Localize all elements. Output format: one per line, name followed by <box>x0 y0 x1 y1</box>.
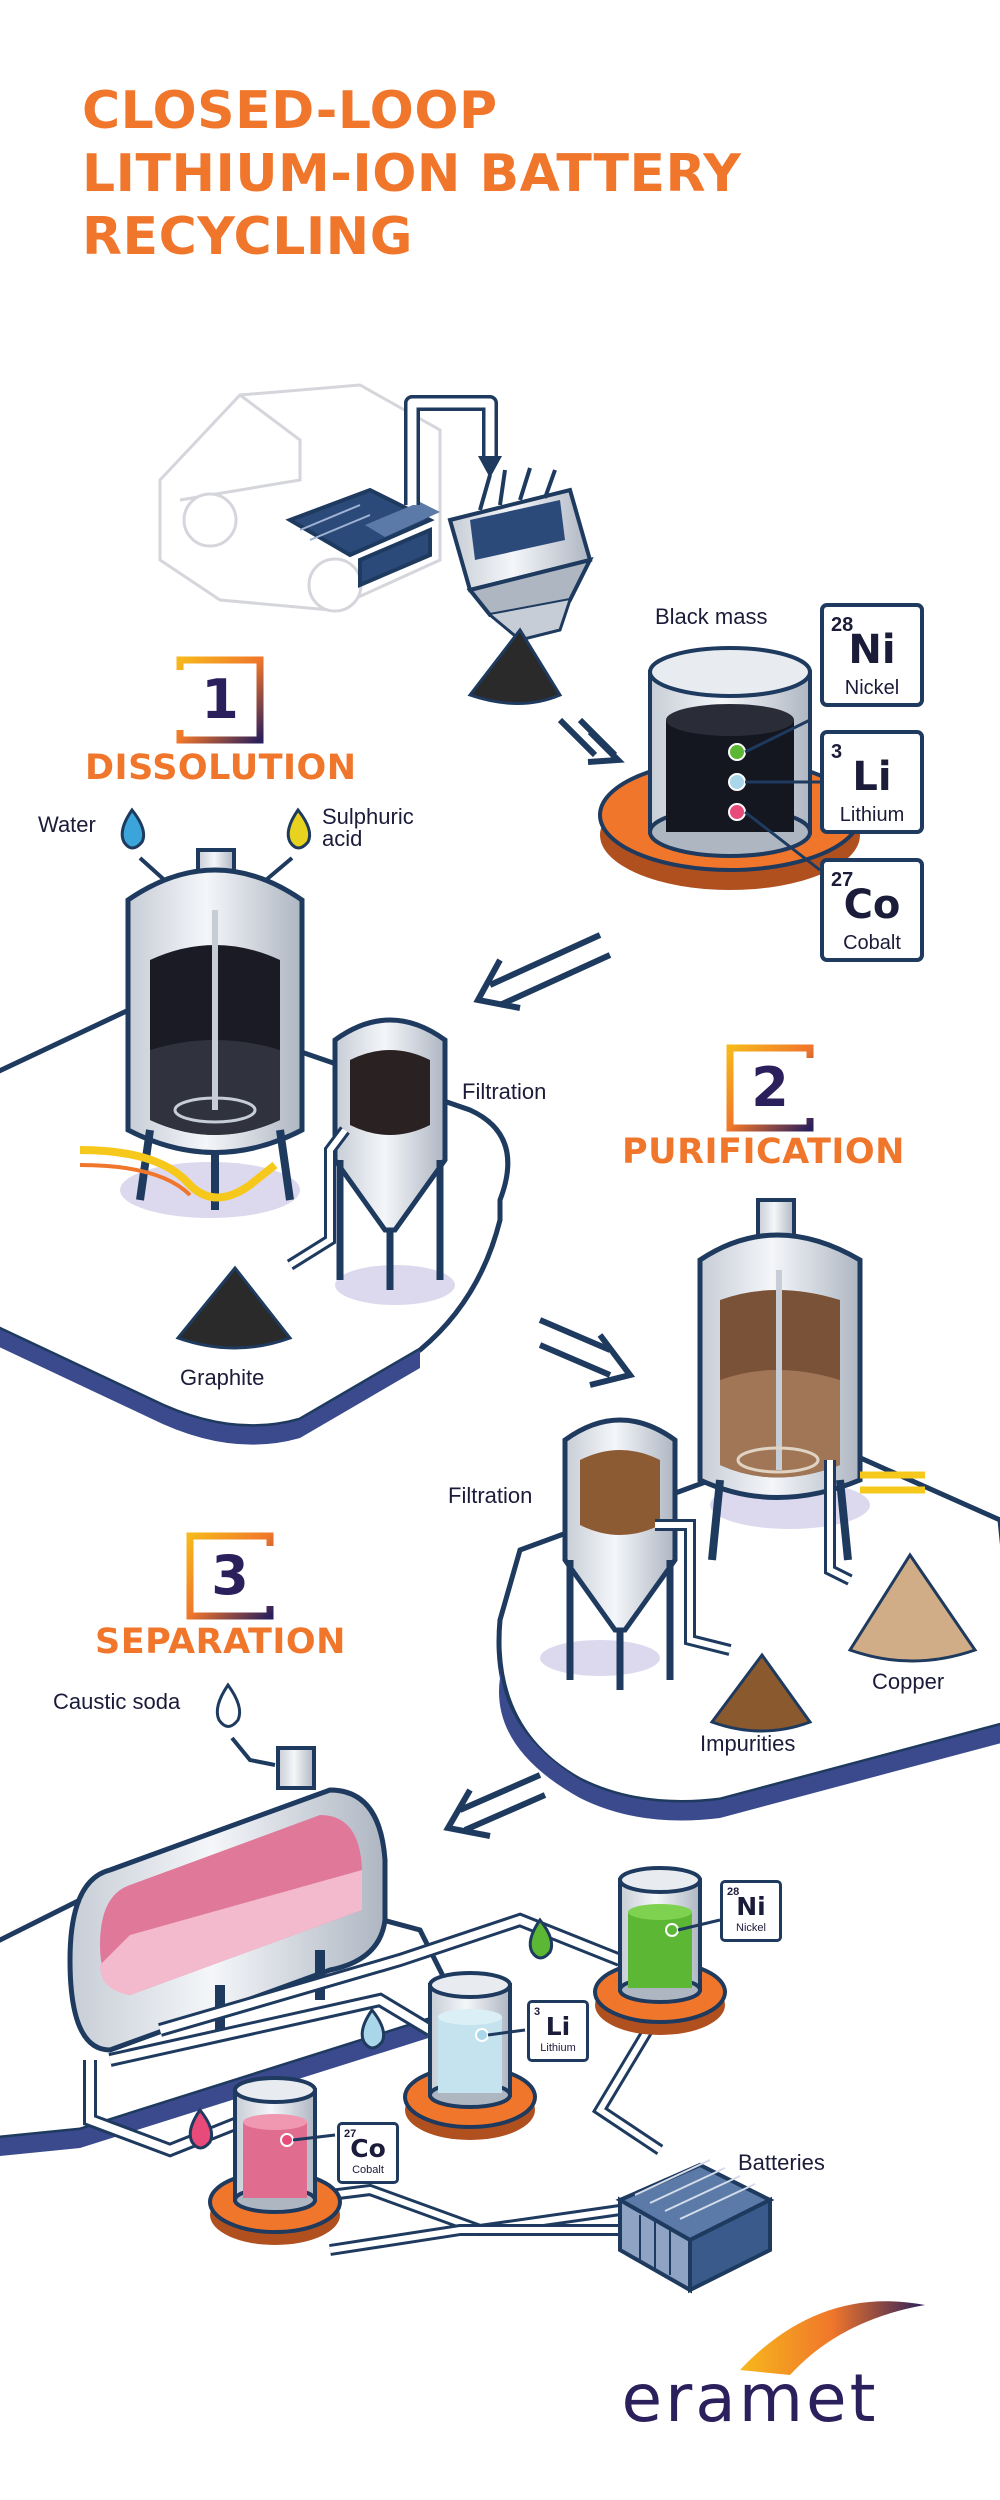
element-card-lithium: 3 Li Lithium <box>820 730 924 834</box>
flow-arrow-1 <box>557 717 625 765</box>
nickel-drop-icon <box>528 1917 554 1960</box>
purification-reactor <box>697 1198 925 1586</box>
impurities-pile <box>709 1652 813 1733</box>
cobalt-marker <box>728 803 746 821</box>
stage2-number-frame <box>726 1044 815 1132</box>
cobalt-small-number: 27 <box>344 2128 357 2140</box>
nickel-number: 28 <box>831 614 854 636</box>
black-mass-label: Black mass <box>655 604 768 629</box>
stage1-number-frame <box>175 656 264 744</box>
battery-pack <box>615 2159 775 2294</box>
stage2-title: PURIFICATION <box>622 1132 905 1172</box>
lithium-vessel <box>403 1971 537 2140</box>
impurities-label: Impurities <box>700 1731 796 1756</box>
acid-drop-icon <box>286 807 312 850</box>
flow-arrow-4 <box>443 1772 547 1839</box>
lithium-name: Lithium <box>839 804 905 826</box>
cobalt-symbol: Co <box>843 882 901 928</box>
car-with-battery <box>158 383 442 613</box>
lithium-small-name: Lithium <box>540 2042 576 2054</box>
stage3-number: 3 <box>211 1544 249 1607</box>
filtration-label-1: Filtration <box>462 1079 547 1104</box>
copper-label: Copper <box>872 1669 945 1694</box>
title-line-1: CLOSED-LOOP <box>82 81 498 141</box>
lithium-number: 3 <box>831 741 843 763</box>
dissolution-reactor <box>79 848 305 1210</box>
lithium-small-number: 3 <box>534 2006 541 2018</box>
stage1-number: 1 <box>201 668 239 731</box>
cobalt-drop-icon <box>188 2107 214 2150</box>
lithium-symbol: Li <box>852 754 892 800</box>
page-title: CLOSED-LOOP LITHIUM-ION BATTERY RECYCLIN… <box>82 80 842 269</box>
cobalt-vessel <box>208 2076 342 2245</box>
element-card-cobalt: 27 Co Cobalt <box>820 858 924 962</box>
stage2-number: 2 <box>751 1056 789 1119</box>
black-mass-pile <box>467 627 563 705</box>
nickel-small-number: 28 <box>727 1886 740 1898</box>
filtration-unit-2 <box>562 1417 732 1690</box>
cobalt-small-name: Cobalt <box>352 2164 384 2176</box>
filtration-label-2: Filtration <box>448 1483 533 1508</box>
cobalt-name: Cobalt <box>843 932 901 954</box>
eramet-logo-mark <box>740 2301 925 2375</box>
filtration-unit-1 <box>286 1017 448 1290</box>
water-drop-icon <box>120 807 146 850</box>
element-card-nickel-small: 28 Ni Nickel <box>720 1880 782 1942</box>
separation-tank <box>67 1746 388 2053</box>
shredder-hopper <box>447 467 594 692</box>
nickel-symbol: Ni <box>848 627 896 673</box>
title-line-2: LITHIUM-ION BATTERY <box>82 144 742 204</box>
lithium-drop-icon <box>360 2007 386 2050</box>
sulphuric-acid-label: Sulphuric acid <box>322 804 414 851</box>
nickel-small-name: Nickel <box>736 1922 766 1934</box>
flow-arrow-2 <box>473 932 612 1011</box>
nickel-small-symbol: Ni <box>736 1892 766 1921</box>
batteries-label: Batteries <box>738 2150 825 2175</box>
nickel-name: Nickel <box>844 677 900 699</box>
lithium-marker <box>728 773 746 791</box>
stage1-title: DISSOLUTION <box>85 748 357 788</box>
element-card-lithium-small: 3 Li Lithium <box>527 2000 589 2062</box>
graphite-label: Graphite <box>180 1365 265 1390</box>
cobalt-small-symbol: Co <box>350 2134 386 2163</box>
element-card-nickel: 28 Ni Nickel <box>820 603 924 707</box>
eramet-logo-text: eramet <box>621 2360 879 2437</box>
nickel-marker <box>728 743 746 761</box>
copper-pile <box>847 1552 978 1663</box>
graphite-pile <box>175 1265 293 1350</box>
flow-arrow-3 <box>538 1317 636 1388</box>
lithium-small-symbol: Li <box>545 2012 571 2041</box>
cobalt-number: 27 <box>831 869 854 891</box>
element-card-cobalt-small: 27 Co Cobalt <box>337 2122 399 2184</box>
caustic-soda-label: Caustic soda <box>53 1689 181 1714</box>
black-mass-vessel <box>598 646 862 890</box>
stage3-number-frame <box>186 1532 275 1620</box>
water-label: Water <box>38 812 96 837</box>
title-line-3: RECYCLING <box>82 207 413 267</box>
nickel-vessel <box>593 1866 727 2035</box>
caustic-soda-drop-icon <box>215 1682 242 1728</box>
flow-car-to-shredder <box>404 395 502 505</box>
stage3-title: SEPARATION <box>95 1622 346 1662</box>
